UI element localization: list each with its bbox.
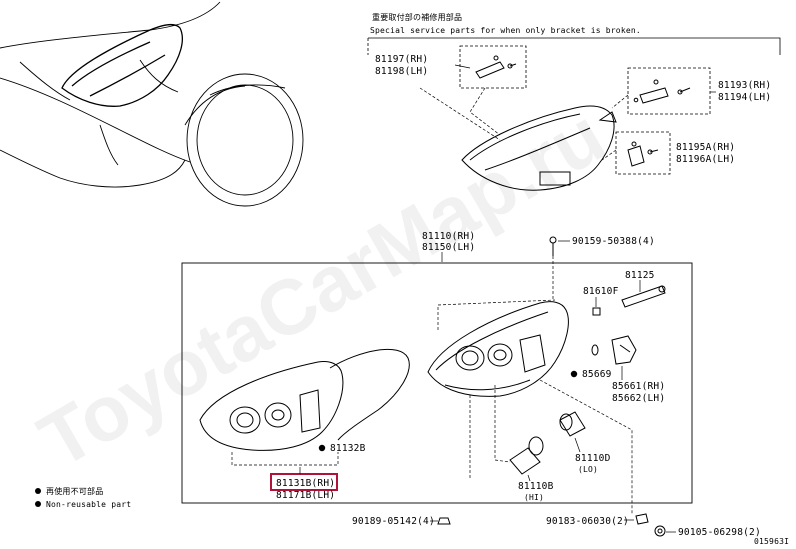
assembly-frame — [181, 262, 693, 504]
label-90159[interactable]: 90159-50388(4) — [572, 236, 655, 247]
label-85661[interactable]: 85661(RH) — [612, 381, 665, 392]
label-81198[interactable]: 81198(LH) — [375, 66, 428, 77]
headlamp-assembly-exploded — [427, 301, 569, 397]
screw-90183-icon — [635, 513, 649, 525]
header-jp: 重要取付部の補修用部品 — [372, 12, 462, 22]
label-hi: (HI) — [524, 493, 544, 502]
label-90183[interactable]: 90183-06030(2) — [546, 516, 629, 527]
bracket-81197-icon — [475, 55, 517, 79]
bulb-81110d-icon — [559, 411, 586, 437]
bulb-81110b-icon — [509, 436, 544, 475]
label-90105[interactable]: 90105-06298(2) — [678, 527, 761, 538]
label-81193[interactable]: 81193(RH) — [718, 80, 771, 91]
watermark: ToyotaCarMap.ru — [25, 91, 619, 485]
bracket-81195-icon — [627, 141, 659, 167]
label-81110d[interactable]: 81110D — [575, 453, 611, 464]
label-81132b[interactable]: 81132B — [330, 443, 366, 454]
label-81150[interactable]: 81150(LH) — [422, 242, 475, 253]
header-en: Special service parts for when only brac… — [370, 26, 641, 35]
car-headlamp-mini — [61, 24, 183, 107]
label-81110b[interactable]: 81110B — [518, 481, 554, 492]
label-81195a[interactable]: 81195A(RH) — [676, 142, 735, 153]
bracket-box-81195 — [615, 131, 671, 175]
bolt-90159-icon — [549, 236, 557, 256]
legend-jp: 再使用不可部品 — [46, 486, 103, 496]
non-reusable-dot-85669 — [570, 370, 578, 378]
label-81131b[interactable]: 81131B(RH) — [276, 478, 335, 489]
label-lo: (LO) — [578, 465, 598, 474]
ballast-85661-icon — [611, 335, 637, 365]
screw-90189-icon — [437, 517, 451, 525]
non-reusable-dot-81132 — [318, 444, 326, 452]
car-body-illustration — [0, 1, 304, 207]
bracket-81193-icon — [633, 79, 691, 104]
socket-81610f-icon — [592, 307, 601, 316]
upper-headlamp-housing — [461, 105, 617, 191]
bracket-box-81193 — [627, 67, 711, 115]
bulb-81125-icon — [621, 285, 666, 308]
label-81171b[interactable]: 81171B(LH) — [276, 490, 335, 501]
label-85662[interactable]: 85662(LH) — [612, 393, 665, 404]
nut-90105-icon — [654, 525, 666, 537]
headlamp-assembly-left — [199, 348, 410, 451]
legend-en: Non-reusable part — [46, 500, 131, 509]
bracket-box-81197 — [459, 45, 527, 89]
label-85669[interactable]: 85669 — [582, 369, 612, 380]
legend-dot-1 — [35, 488, 41, 494]
grommet-85669-icon — [591, 344, 599, 356]
label-81196a[interactable]: 81196A(LH) — [676, 154, 735, 165]
header-bracket-line — [368, 37, 781, 55]
legend-dot-2 — [35, 501, 41, 507]
diagram-code: 015963I — [754, 537, 789, 546]
label-90189[interactable]: 90189-05142(4) — [352, 516, 435, 527]
label-81610f[interactable]: 81610F — [583, 286, 619, 297]
label-81197[interactable]: 81197(RH) — [375, 54, 428, 65]
label-81194[interactable]: 81194(LH) — [718, 92, 771, 103]
highlight-box-81131b — [270, 473, 338, 491]
label-81125[interactable]: 81125 — [625, 270, 655, 281]
label-81110[interactable]: 81110(RH) — [422, 231, 475, 242]
